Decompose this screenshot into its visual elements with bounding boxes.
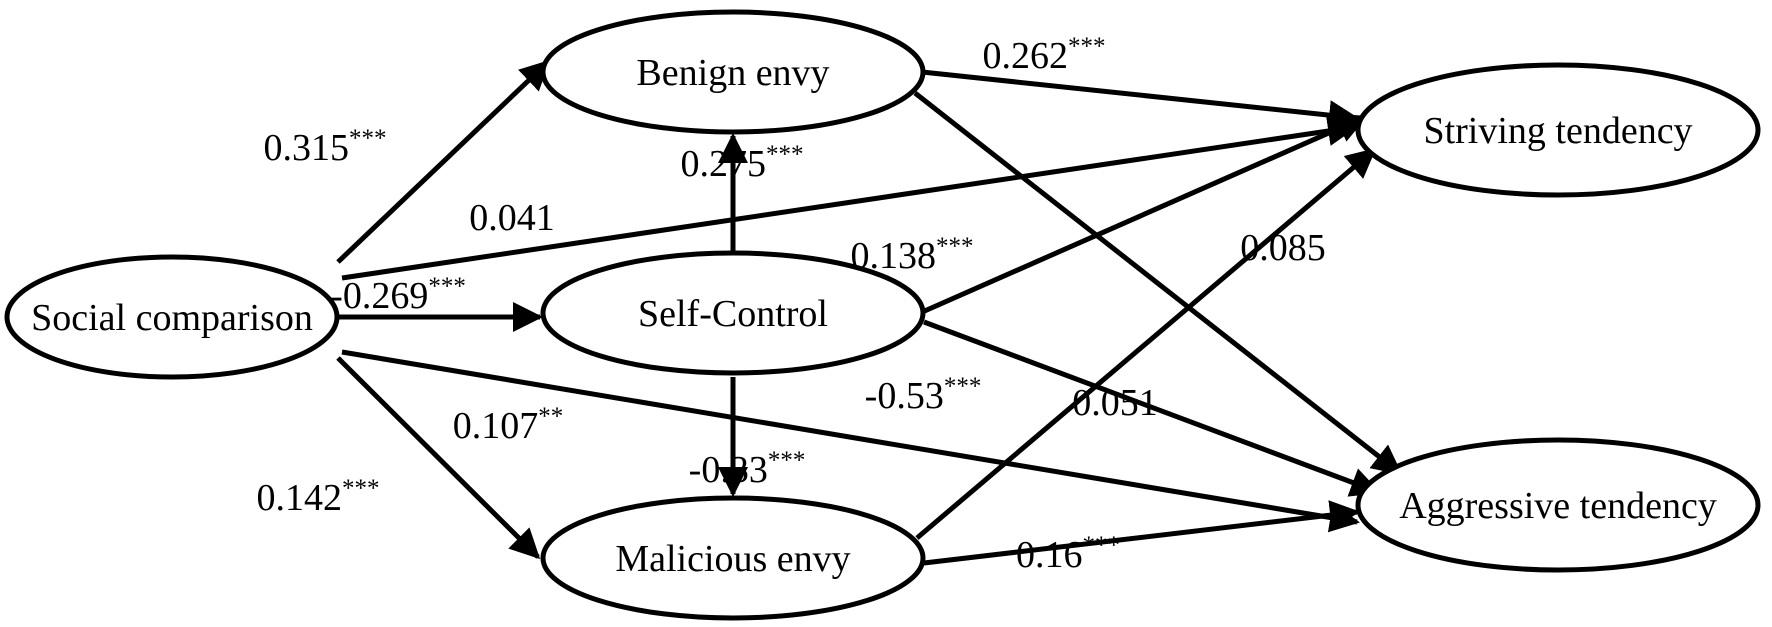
- coefficient-value: 0.142: [257, 477, 343, 519]
- coefficient-value: 0.085: [1240, 227, 1326, 269]
- significance-stars: ***: [349, 125, 387, 152]
- significance-stars: ***: [944, 373, 982, 400]
- node-label-self: Self-Control: [638, 293, 828, 335]
- node-malicious: Malicious envy: [540, 495, 926, 621]
- arrow-benign-to-aggressive: [913, 91, 1403, 475]
- node-label-malicious: Malicious envy: [615, 538, 850, 580]
- significance-stars: ***: [768, 447, 806, 474]
- coefficient-malicious-to-aggressive: 0.16***: [1016, 532, 1120, 576]
- arrow-social-to-aggressive: [341, 349, 1360, 533]
- coefficient-malicious-to-striving: 0.085: [1240, 227, 1326, 269]
- coefficient-value: 0.051: [1072, 382, 1158, 424]
- coefficient-value: 0.107: [453, 405, 539, 447]
- nodes-layer: Social comparison Benign envySelf-Control…: [4, 9, 1761, 621]
- node-label-striving: Striving tendency: [1423, 110, 1692, 152]
- coefficient-social-to-aggressive: 0.107**: [453, 403, 564, 447]
- coefficient-self-to-striving: 0.138***: [851, 233, 974, 277]
- coefficient-social-to-striving: 0.041: [469, 197, 555, 239]
- significance-stars: ***: [342, 475, 380, 502]
- arrow-benign-to-striving: [921, 69, 1359, 131]
- coefficient-benign-to-aggressive: 0.051: [1072, 382, 1158, 424]
- node-benign: Benign envy: [540, 9, 926, 135]
- coefficient-self-to-aggressive: -0.53***: [865, 373, 982, 417]
- node-label-benign: Benign envy: [636, 52, 829, 94]
- coefficient-self-to-malicious: -0.33***: [689, 447, 806, 491]
- node-ellipse-social: [4, 254, 340, 380]
- node-ellipse-malicious: [540, 495, 926, 621]
- coefficient-value: 0.041: [469, 197, 555, 239]
- node-ellipse-striving: [1355, 62, 1761, 198]
- node-ellipse-self: [540, 250, 926, 376]
- significance-stars: ***: [766, 141, 804, 168]
- coefficient-value: 0.262: [983, 35, 1069, 77]
- node-aggressive: Aggressive tendency: [1355, 437, 1761, 573]
- significance-stars: ***: [428, 273, 466, 300]
- coefficient-value: 0.138: [851, 235, 937, 277]
- coefficient-value: 0.315: [264, 127, 350, 169]
- node-striving: Striving tendency: [1355, 62, 1761, 198]
- arrow-social-to-malicious: [336, 356, 541, 560]
- coefficient-benign-to-striving: 0.262***: [983, 33, 1106, 77]
- node-ellipse-aggressive: [1355, 437, 1761, 573]
- node-self: Self-Control: [540, 250, 926, 376]
- significance-stars: **: [538, 403, 563, 430]
- arrow-self-to-striving: [918, 114, 1368, 316]
- significance-stars: ***: [936, 233, 974, 260]
- arrow-social-to-striving: [341, 116, 1358, 281]
- significance-stars: ***: [1083, 532, 1121, 559]
- significance-stars: ***: [1068, 33, 1106, 60]
- coefficient-social-to-self: -0.269***: [330, 273, 466, 317]
- node-label-aggressive: Aggressive tendency: [1399, 485, 1717, 527]
- coefficient-value: -0.33: [689, 449, 768, 491]
- node-social: Social comparison: [4, 254, 340, 380]
- arrow-social-to-benign: [336, 59, 551, 264]
- node-ellipse-benign: [540, 9, 926, 135]
- arrow-malicious-to-striving: [915, 148, 1377, 540]
- coefficient-social-to-malicious: 0.142***: [257, 475, 380, 519]
- arrow-self-to-aggressive: [923, 319, 1381, 497]
- coefficient-value: 0.275: [681, 143, 767, 185]
- arrow-malicious-to-aggressive: [923, 500, 1360, 566]
- coefficient-labels-layer: 0.315***0.041-0.269***0.107**0.142***0.2…: [257, 33, 1326, 576]
- coefficient-self-to-benign: 0.275***: [681, 141, 804, 185]
- coefficient-value: -0.53: [865, 375, 944, 417]
- edges-layer: [336, 59, 1403, 566]
- coefficient-value: 0.16: [1016, 534, 1083, 576]
- coefficient-social-to-benign: 0.315***: [264, 125, 387, 169]
- node-label-social: Social comparison: [31, 297, 313, 339]
- coefficient-value: -0.269: [330, 275, 428, 317]
